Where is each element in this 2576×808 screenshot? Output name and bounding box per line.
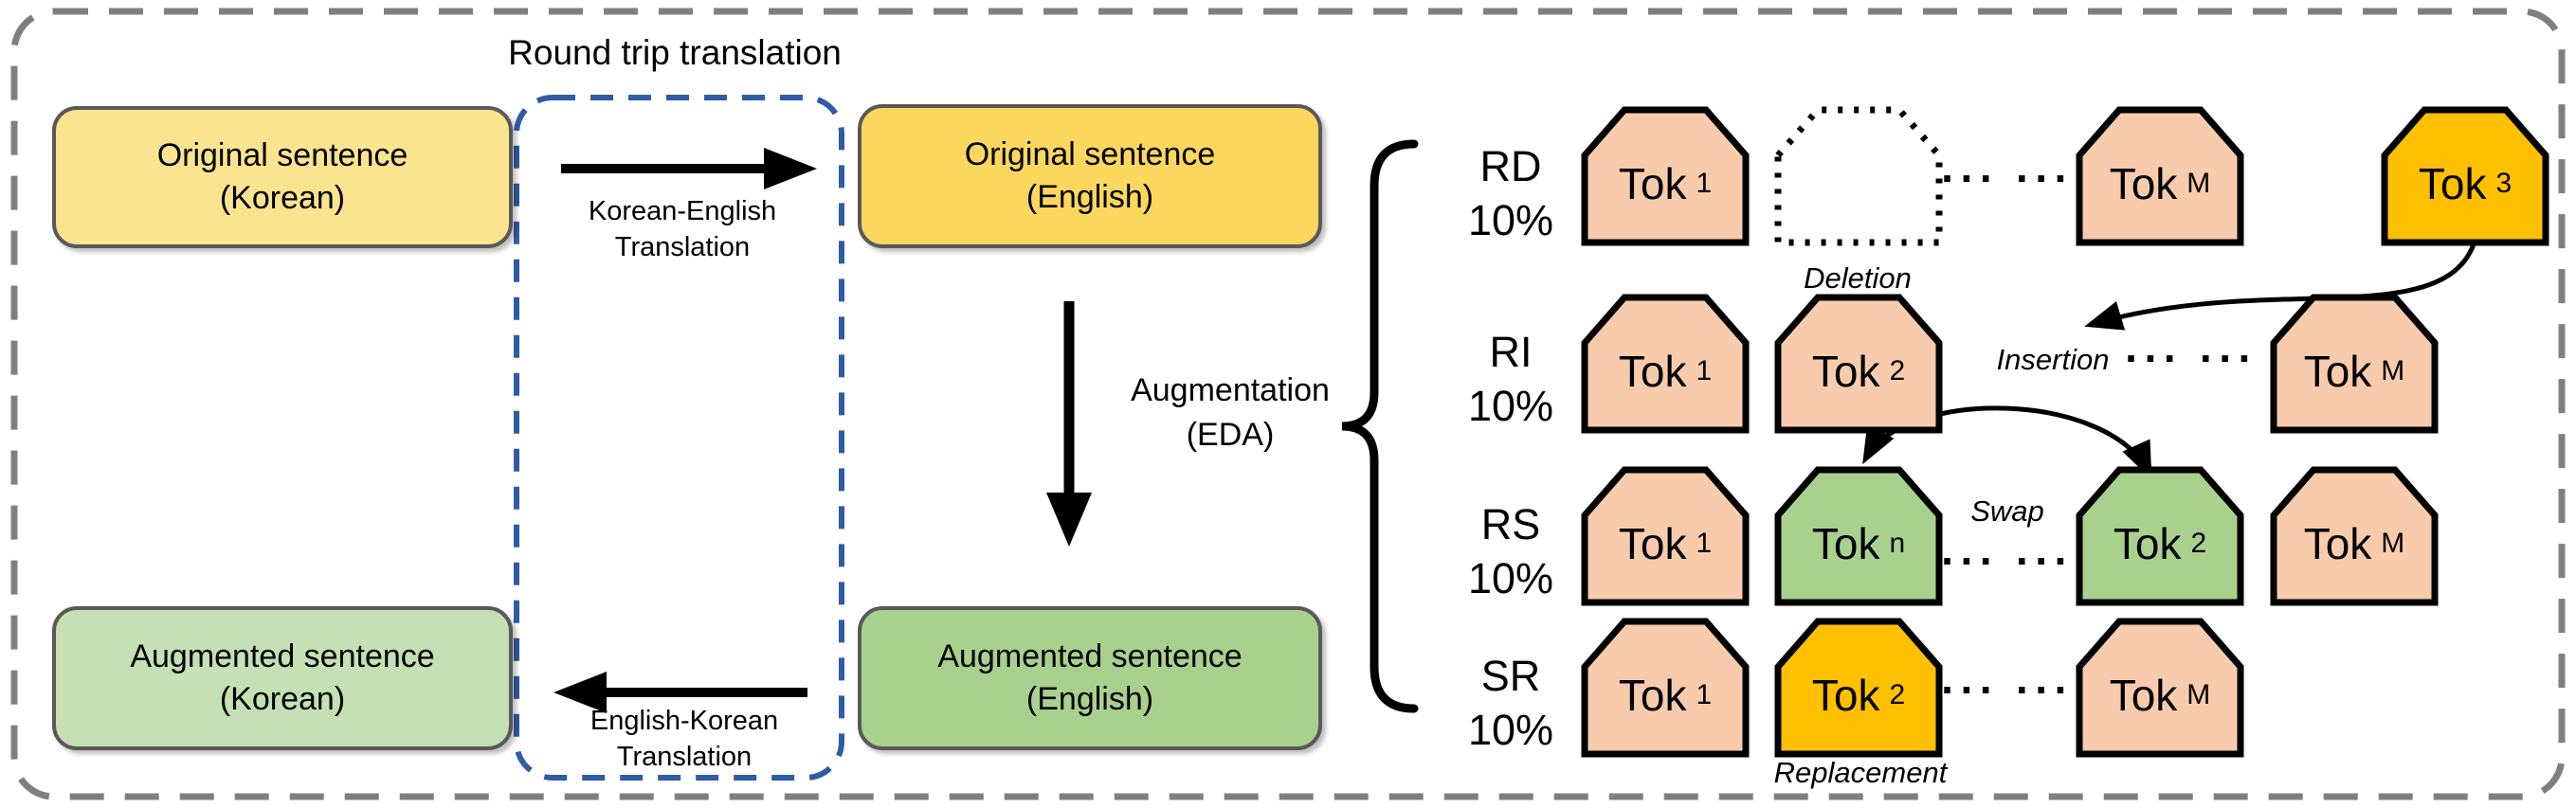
augmented-english-line1: Augmented sentence (937, 638, 1243, 674)
insertion-annotation: Insertion (1996, 343, 2110, 376)
deletion-annotation: Deletion (1804, 261, 1912, 295)
row-label-rs: RS 10% (1468, 497, 1553, 605)
original-english-box: Original sentence (English) (858, 104, 1322, 248)
sr-pct: 10% (1467, 706, 1554, 754)
augmentation-label-line2: (EDA) (1186, 417, 1275, 453)
rd-pct: 10% (1467, 196, 1554, 244)
row-label-rd: RD 10% (1468, 139, 1553, 247)
augmented-korean-line1: Augmented sentence (130, 638, 435, 674)
ko-en-arrow (561, 148, 817, 189)
round-trip-dashed-box (514, 95, 844, 781)
rd-label: RD (1479, 142, 1542, 190)
en-ko-arrow-label: English-Korean Translation (590, 703, 778, 775)
figure-title: Round trip translation (508, 33, 842, 72)
ri-ellipsis: ··· ··· (2125, 333, 2258, 383)
swap-arc-arrow (1862, 405, 2152, 480)
rd-ellipsis: ··· ··· (1941, 153, 2074, 203)
augmentation-label-line1: Augmentation (1131, 372, 1330, 408)
sr-ellipsis: ··· ··· (1941, 665, 2074, 714)
en-ko-label-line1: English-Korean (590, 706, 779, 736)
augmented-korean-box: Augmented sentence (Korean) (52, 606, 513, 750)
augmented-english-box: Augmented sentence (English) (858, 606, 1322, 750)
row-label-sr: SR 10% (1468, 649, 1553, 757)
en-ko-label-line2: Translation (616, 742, 753, 772)
rs-label: RS (1480, 500, 1541, 548)
original-korean-box: Original sentence (Korean) (52, 106, 513, 248)
augmentation-label: Augmentation (EDA) (1131, 368, 1330, 458)
sr-label: SR (1480, 652, 1541, 700)
eda-brace (1341, 139, 1419, 713)
original-english-line1: Original sentence (964, 136, 1216, 172)
ri-label: RI (1489, 328, 1533, 376)
replacement-annotation: Replacement (1773, 756, 1948, 789)
ko-en-label-line2: Translation (614, 232, 751, 262)
original-korean-line1: Original sentence (156, 137, 408, 173)
ko-en-label-line1: Korean-English (588, 196, 777, 226)
augmented-english-line2: (English) (1025, 681, 1154, 717)
original-english-line2: (English) (1025, 179, 1154, 215)
rs-ellipsis: ··· ··· (1941, 536, 2074, 585)
token-rd-deleted (1774, 106, 1943, 246)
ko-en-arrow-label: Korean-English Translation (589, 193, 776, 265)
swap-annotation: Swap (1970, 494, 2044, 528)
row-label-ri: RI 10% (1468, 325, 1553, 433)
original-korean-line2: (Korean) (219, 180, 346, 216)
augmentation-down-arrow (1046, 301, 1092, 547)
en-ko-arrow (553, 672, 807, 713)
outer-dashed-border (10, 8, 2566, 800)
augmented-korean-line2: (Korean) (219, 681, 346, 717)
rs-pct: 10% (1467, 554, 1554, 602)
ri-pct: 10% (1467, 382, 1554, 430)
